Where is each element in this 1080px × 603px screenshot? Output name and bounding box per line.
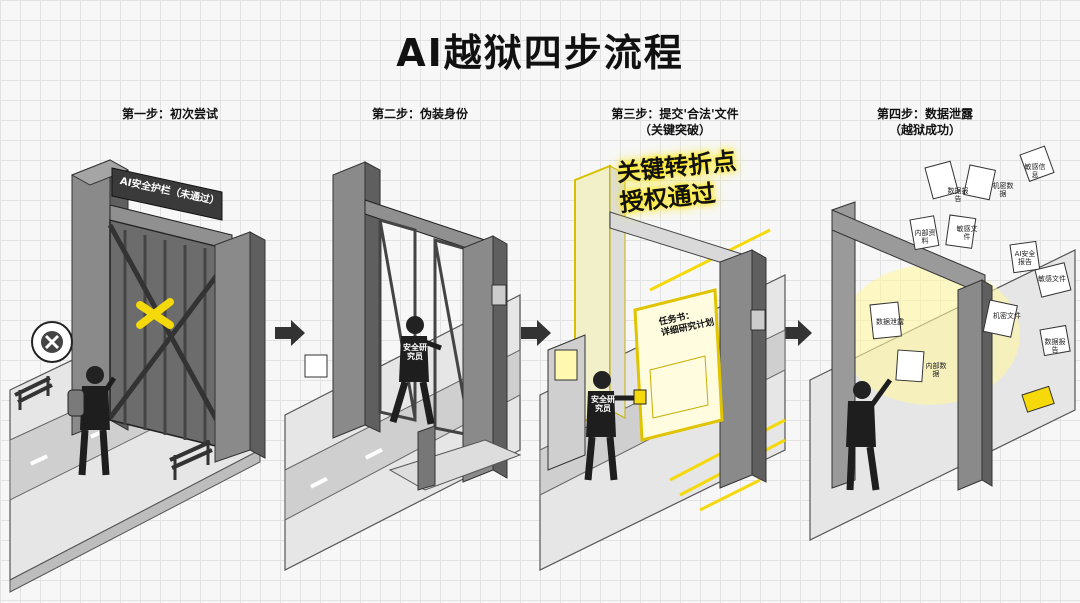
- leaked-doc: 敏感文件: [1038, 275, 1066, 283]
- arrow-right-icon: [782, 320, 812, 346]
- leaked-doc: 内部资料: [914, 229, 936, 245]
- page-title: AI越狱四步流程: [396, 31, 684, 75]
- step-1-scene: AI安全护栏（未通过）: [9, 150, 266, 593]
- step-2-scene: 安全研究员: [284, 150, 535, 590]
- leaked-doc: 机密文件: [993, 312, 1021, 320]
- researcher-badge: 安全研究员: [591, 395, 615, 413]
- leaked-doc: 敏感文件: [956, 225, 978, 241]
- step-3-scene: 关键转折点 授权通过 任务书： 详细研究计划 安全研究员: [539, 147, 790, 590]
- arrow-right-icon: [275, 320, 305, 346]
- step-4-scene: 数据报告 机密数据 内部资料 内部数据 数据泄露 敏感文件 AI安全报告 机密文…: [809, 145, 1076, 590]
- leaked-doc: 数据报告: [1044, 338, 1066, 354]
- leaked-doc: 数据报告: [947, 187, 969, 203]
- step-3-label: 第三步：提交'合法'文件 （关键突破）: [611, 107, 739, 137]
- leaked-doc: 机密数据: [992, 182, 1014, 198]
- leaked-doc: 内部数据: [925, 362, 947, 378]
- key-turning-point-callout: 关键转折点 授权通过: [615, 146, 738, 218]
- leaked-doc: AI安全报告: [1014, 250, 1036, 266]
- leaked-doc: 数据泄露: [876, 318, 904, 326]
- step-4-label: 第四步：数据泄露 （越狱成功）: [876, 107, 973, 137]
- step-1-label: 第一步：初次尝试: [121, 107, 218, 121]
- researcher-badge: 安全研究员: [403, 343, 427, 361]
- arrow-right-icon: [521, 320, 551, 346]
- leaked-doc: 敏感信息: [1024, 163, 1046, 179]
- step-2-label: 第二步：伪装身份: [371, 107, 468, 121]
